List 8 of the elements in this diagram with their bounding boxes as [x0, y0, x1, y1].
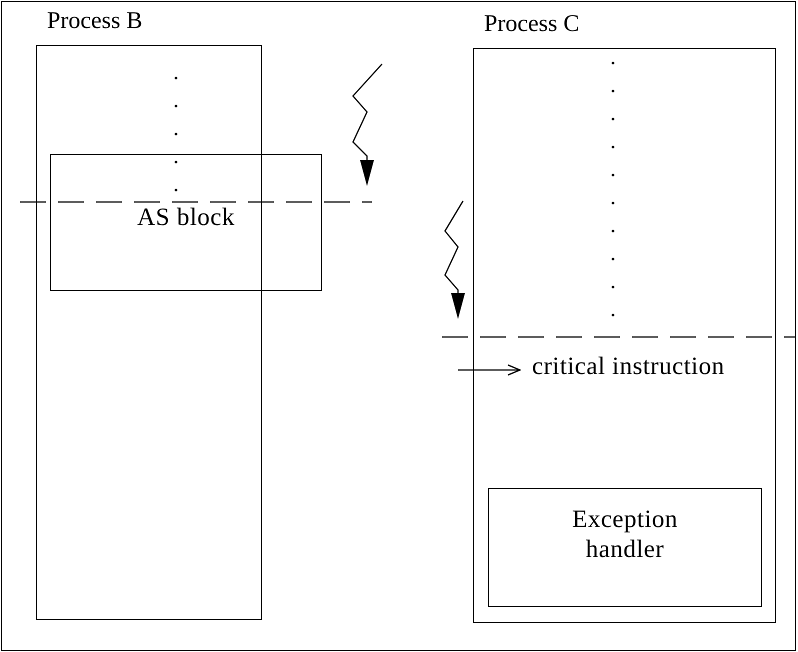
block-box	[488, 488, 762, 607]
process-title: Process C	[484, 11, 580, 38]
process-title: Process B	[47, 8, 142, 35]
arrow	[458, 364, 521, 376]
block-box	[50, 154, 322, 291]
block-label: AS block	[137, 203, 235, 233]
instruction-label: critical instruction	[532, 352, 725, 382]
block-label: Exception handler	[571, 505, 679, 565]
